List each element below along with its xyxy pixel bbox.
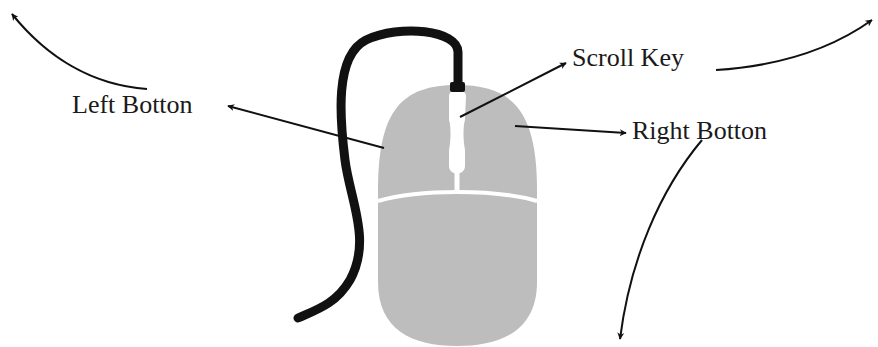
curved-arrow	[12, 14, 147, 89]
leader-line	[460, 63, 566, 117]
curved-arrow	[716, 20, 872, 70]
leader-line	[515, 126, 626, 133]
cable-entry	[450, 82, 465, 92]
part-label: Right Botton	[632, 118, 767, 144]
leader-line	[228, 106, 384, 148]
button-divider	[378, 192, 537, 201]
part-label: Left Botton	[72, 92, 193, 118]
curved-arrow	[620, 140, 702, 339]
scroll-wheel	[449, 90, 466, 174]
mouse-body	[378, 85, 537, 346]
part-label: Scroll Key	[572, 45, 684, 71]
